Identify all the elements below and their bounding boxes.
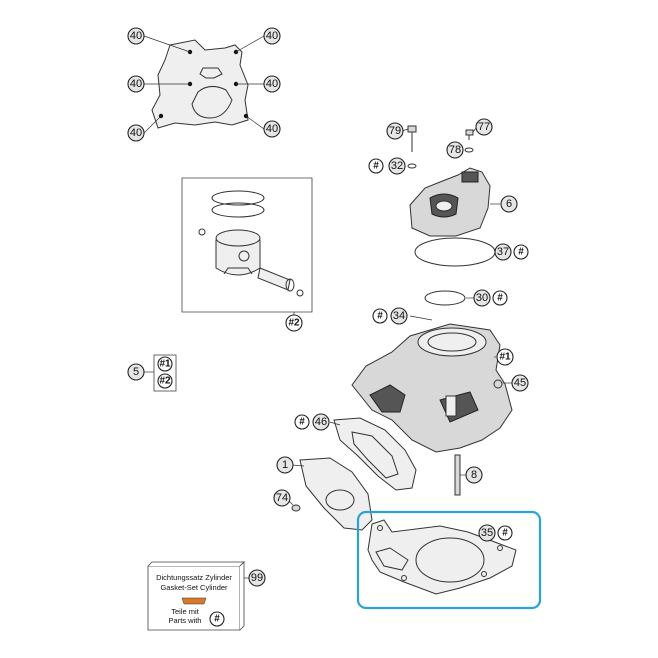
exhaust-valve-gasket <box>329 417 417 491</box>
piston-assembly-box <box>181 177 313 318</box>
svg-text:40: 40 <box>130 127 142 139</box>
svg-text:32: 32 <box>391 160 403 172</box>
svg-text:45: 45 <box>514 377 526 389</box>
cylinder <box>351 315 513 453</box>
svg-text:40: 40 <box>266 78 278 90</box>
callout-hash-32: # <box>368 158 384 174</box>
callout-37: 37 <box>494 243 512 261</box>
svg-text:34: 34 <box>393 310 405 322</box>
svg-text:78: 78 <box>449 144 461 156</box>
svg-text:#2: #2 <box>288 318 300 329</box>
callout-32: 32 <box>388 157 406 175</box>
svg-text:#: # <box>214 614 220 625</box>
svg-text:#: # <box>373 161 379 172</box>
callout-kit-hash: # <box>209 611 225 627</box>
callout-40-bottom-left: 40 <box>127 124 145 142</box>
callout-74: 74 <box>273 489 291 507</box>
callout-40-top-left: 40 <box>127 27 145 45</box>
screw-74 <box>287 499 301 512</box>
kit-parts-en: Parts with <box>169 616 202 625</box>
callout-kit-2: #2 <box>157 373 173 389</box>
cylinder-stud <box>454 454 466 496</box>
exhaust-flange-gasket <box>143 35 265 134</box>
svg-text:1: 1 <box>282 459 288 471</box>
callout-hash-46: # <box>294 414 310 430</box>
callout-hash-30: # <box>492 290 508 306</box>
svg-text:77: 77 <box>478 121 490 133</box>
callout-46: 46 <box>312 413 330 431</box>
callout-45: 45 <box>511 374 529 392</box>
callout-1: 1 <box>276 456 294 474</box>
kit-label-en: Gasket-Set Cylinder <box>160 583 228 592</box>
svg-text:8: 8 <box>471 469 477 481</box>
callout-35: 35 <box>478 524 496 542</box>
callout-79: 79 <box>386 122 404 140</box>
callout-cylinder-1: #1 <box>496 348 514 366</box>
gasket-kit-box: Dichtungssatz Zylinder Gasket-Set Cylind… <box>147 561 250 631</box>
ktm-logo-icon <box>181 597 207 605</box>
callout-78: 78 <box>446 141 464 159</box>
svg-text:#1: #1 <box>499 352 511 363</box>
svg-text:40: 40 <box>130 78 142 90</box>
svg-text:30: 30 <box>476 292 488 304</box>
kit-parts-de: Teile mit <box>171 607 199 616</box>
callout-40-bottom-right: 40 <box>263 120 281 138</box>
o-ring <box>424 290 474 306</box>
intake-gasket <box>291 457 373 531</box>
callout-40-mid-right: 40 <box>263 75 281 93</box>
svg-text:#: # <box>299 417 305 428</box>
svg-text:#: # <box>497 293 503 304</box>
callout-34: 34 <box>390 307 408 325</box>
svg-text:#: # <box>377 311 383 322</box>
callout-40-mid-left: 40 <box>127 75 145 93</box>
svg-text:#2: #2 <box>159 376 171 387</box>
callout-99: 99 <box>248 569 266 587</box>
svg-text:6: 6 <box>506 198 512 210</box>
callout-5: 5 <box>127 363 145 381</box>
svg-text:74: 74 <box>276 492 288 504</box>
svg-text:#1: #1 <box>159 359 171 370</box>
svg-text:79: 79 <box>389 125 401 137</box>
callout-hash-37: # <box>513 244 529 260</box>
svg-text:40: 40 <box>266 30 278 42</box>
svg-text:40: 40 <box>130 30 142 42</box>
callout-2-piston: #2 <box>285 314 303 332</box>
callout-kit-1: #1 <box>157 356 173 372</box>
svg-text:35: 35 <box>481 527 493 539</box>
svg-text:40: 40 <box>266 123 278 135</box>
head-bolts <box>401 125 477 169</box>
svg-text:37: 37 <box>497 246 509 258</box>
callout-8: 8 <box>465 466 483 484</box>
callout-40-top-right: 40 <box>263 27 281 45</box>
svg-text:5: 5 <box>133 366 139 378</box>
kit-label-de: Dichtungssatz Zylinder <box>156 573 232 582</box>
callout-hash-34: # <box>372 308 388 324</box>
cylinder-base-gasket-highlight <box>356 510 542 610</box>
callout-6: 6 <box>500 195 518 213</box>
callout-hash-35: # <box>497 525 513 541</box>
svg-text:#: # <box>518 247 524 258</box>
svg-text:99: 99 <box>251 572 263 584</box>
callout-77: 77 <box>475 118 493 136</box>
svg-text:#: # <box>502 528 508 539</box>
cylinder-head <box>409 167 500 267</box>
svg-text:46: 46 <box>315 416 327 428</box>
callout-30: 30 <box>473 289 491 307</box>
